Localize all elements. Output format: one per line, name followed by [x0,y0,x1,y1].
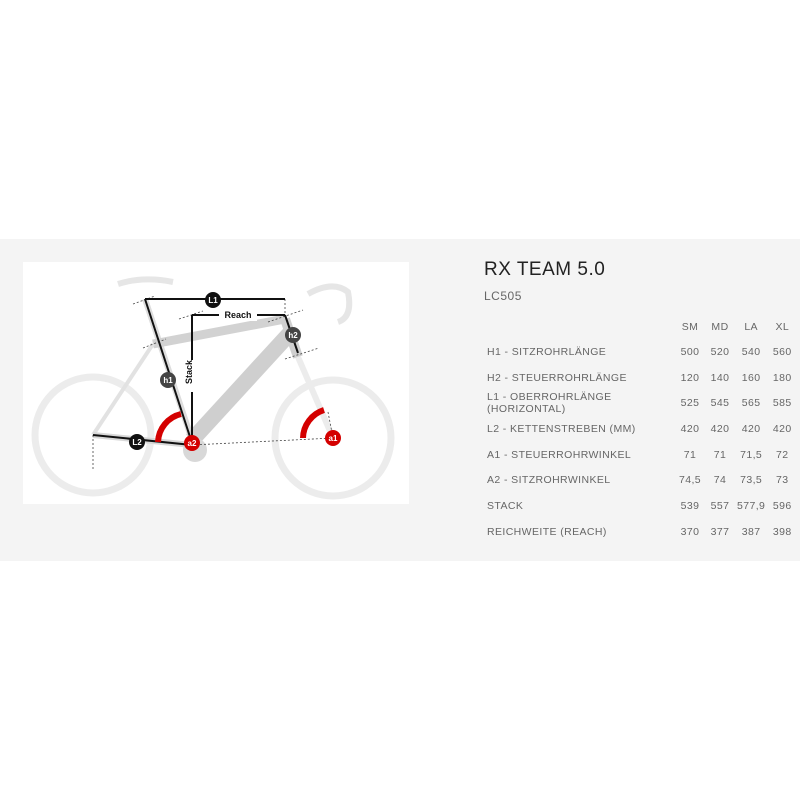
size-header: SM [681,321,699,333]
table-row: REICHWEITE (REACH) 370 377 387 398 [481,519,797,545]
row-value: 140 [710,371,730,384]
row-label: A1 - STEUERROHRWINKEL [487,448,632,461]
row-value: 540 [741,345,761,358]
row-value: 398 [772,525,792,538]
row-value: 420 [710,422,730,435]
row-value: 73,5 [740,474,763,487]
row-value: 577,9 [737,499,766,512]
row-label: L2 - KETTENSTREBEN (MM) [487,422,636,435]
row-value: 520 [710,345,730,358]
row-value: 565 [741,397,761,410]
table-row: L1 - OBERROHRLÄNGE (HORIZONTAL) 525 545 565… [481,390,797,416]
row-label: L1 - OBERROHRLÄNGE (HORIZONTAL) [487,391,612,416]
table-row: STACK 539 557 577,9 596 [481,493,797,519]
row-value: 377 [710,525,730,538]
table-row: A2 - SITZROHRWINKEL 74,5 74 73,5 73 [481,467,797,493]
row-label: H2 - STEUERROHRLÄNGE [487,371,627,384]
stack-label: Stack [184,359,194,384]
bike-silhouette [31,276,395,500]
geometry-diagram: Reach Stack L1 h1 h2 L2 a2 a1 [23,262,409,504]
row-value: 160 [741,371,761,384]
header-spacer [481,315,675,339]
row-value: 387 [741,525,761,538]
row-value: 420 [741,422,761,435]
row-value: 500 [680,345,700,358]
row-value: 71,5 [740,448,763,461]
row-value: 560 [772,345,792,358]
reach-label: Reach [224,310,251,320]
row-value: 596 [772,499,792,512]
size-header: LA [744,321,758,333]
size-header: MD [711,321,729,333]
row-value: 370 [680,525,700,538]
row-value: 420 [680,422,700,435]
l1-badge: L1 [208,296,218,305]
table-row: H2 - STEUERROHRLÄNGE 120 140 160 180 [481,365,797,391]
h2-badge: h2 [288,331,298,340]
a1-badge: a1 [329,434,338,443]
row-value: 74,5 [678,474,702,487]
row-label: REICHWEITE (REACH) [487,525,607,538]
row-value: 73 [776,474,789,487]
table-row: A1 - STEUERROHRWINKEL 71 71 71,5 72 [481,442,797,468]
table-row: H1 - SITZROHRLÄNGE 500 520 540 560 [481,339,797,365]
size-header: XL [775,321,790,333]
row-value: 71 [683,448,697,461]
table-row: L2 - KETTENSTREBEN (MM) 420 420 420 420 [481,416,797,442]
table-header-row: SM MD LA XL [481,315,797,339]
row-value: 525 [680,397,700,410]
a1-angle-arc [300,407,326,439]
row-label: A2 - SITZROHRWINKEL [487,474,611,487]
row-label: H1 - SITZROHRLÄNGE [487,345,607,358]
row-value: 74 [713,474,727,487]
row-value: 585 [772,397,792,410]
row-value: 120 [680,371,700,384]
a2-angle-arc [155,411,182,443]
h1-badge: h1 [163,376,173,385]
row-label: STACK [487,499,524,512]
row-value: 539 [680,499,700,512]
row-value: 72 [776,448,789,461]
row-value: 545 [710,397,730,410]
row-value: 557 [710,499,730,512]
l2-badge: L2 [132,438,142,447]
geometry-table: SM MD LA XL H1 - SITZROHRLÄNGE 500 520 540 5… [481,315,797,545]
product-code: LC505 [484,289,522,303]
product-title: RX TEAM 5.0 [484,259,606,280]
row-value: 420 [772,422,792,435]
a2-badge: a2 [188,439,197,448]
row-value: 71 [713,448,727,461]
row-value: 180 [772,371,792,384]
